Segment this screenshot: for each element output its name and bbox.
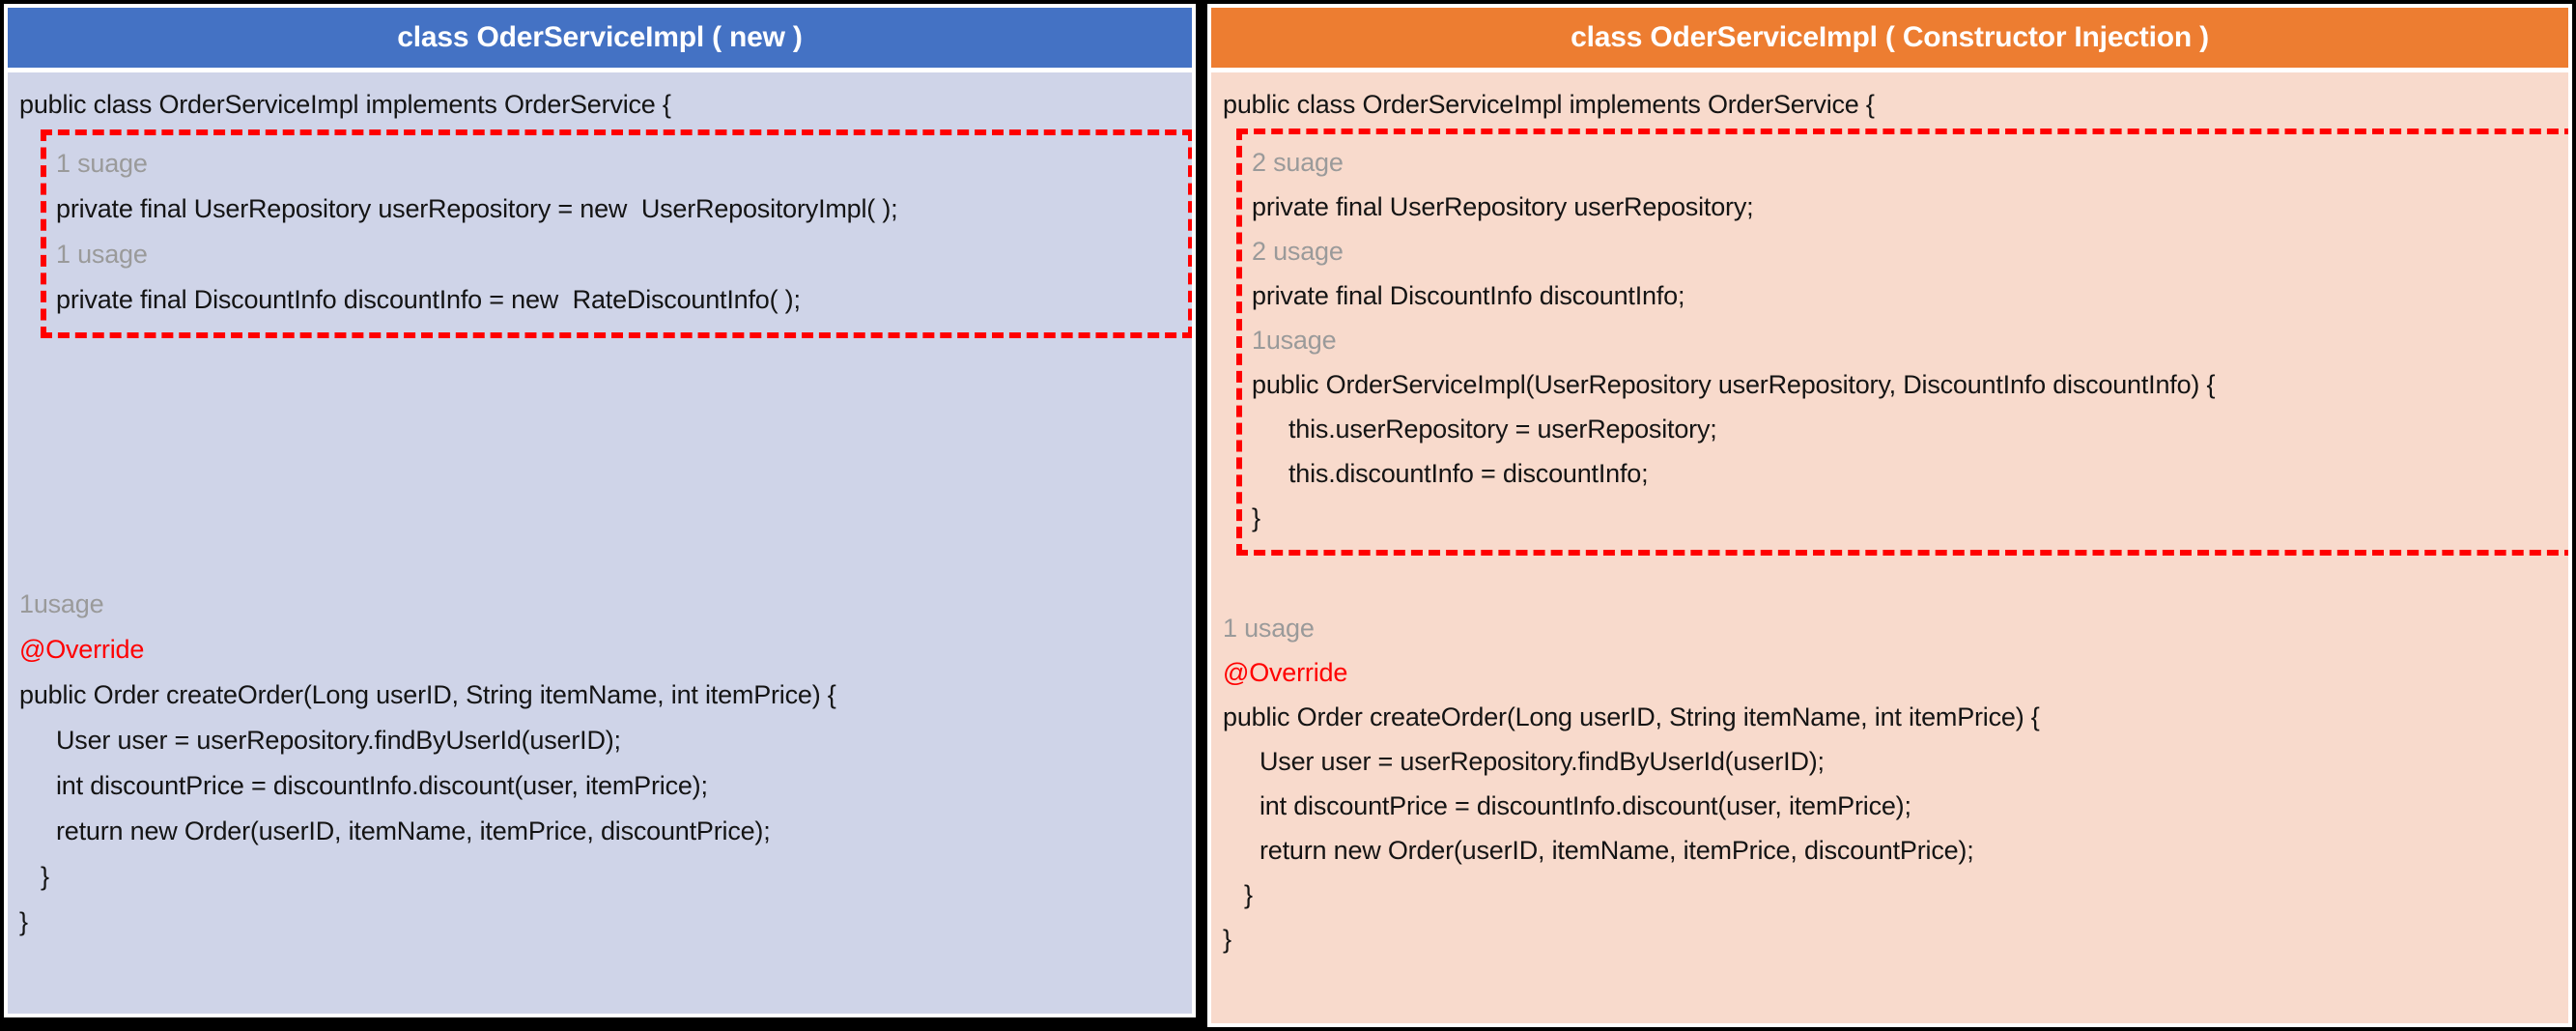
code-line: } xyxy=(1244,880,1253,909)
code-line: this.userRepository = userRepository; xyxy=(1288,415,1717,444)
code-line: @Override xyxy=(19,635,145,664)
panel-injection-header: class OderServiceImpl ( Constructor Inje… xyxy=(1211,8,2568,68)
panel-new-method-section: 1usage @Override public Order createOrder(… xyxy=(19,582,1184,945)
code-line: public Order createOrder(Long userID, St… xyxy=(1223,702,2040,731)
code-line: return new Order(userID, itemName, itemP… xyxy=(56,816,771,845)
code-line: } xyxy=(41,862,49,891)
code-line: int discountPrice = discountInfo.discoun… xyxy=(1260,791,1911,820)
code-line: this.discountInfo = discountInfo; xyxy=(1288,459,1649,488)
code-line: 2 usage xyxy=(1252,237,1344,266)
panel-constructor-injection: class OderServiceImpl ( Constructor Inje… xyxy=(1207,4,2572,1027)
constructor-injection-highlight-box: 2 suage private final UserRepository user… xyxy=(1236,129,2568,556)
panel-injection-class-declaration: public class OrderServiceImpl implements… xyxy=(1223,82,2561,127)
code-line: } xyxy=(19,907,28,936)
code-line: private final UserRepository userReposit… xyxy=(56,194,898,223)
code-line: private final DiscountInfo discountInfo … xyxy=(56,285,801,314)
code-line: public class OrderServiceImpl implements… xyxy=(1223,90,1875,119)
code-line: int discountPrice = discountInfo.discoun… xyxy=(56,771,708,800)
field-instantiation-highlight-box: 1 suage private final UserRepository user… xyxy=(41,129,1192,338)
panel-new-title: class OderServiceImpl ( new ) xyxy=(397,21,803,53)
code-line: 2 suage xyxy=(1252,148,1344,177)
panel-injection-method-section: 1 usage @Override public Order createOrder… xyxy=(1223,606,2561,961)
code-line: return new Order(userID, itemName, itemP… xyxy=(1260,836,1974,865)
panel-new-body: public class OrderServiceImpl implements… xyxy=(8,72,1192,1014)
code-line: User user = userRepository.findByUserId(… xyxy=(56,726,621,755)
code-line: private final DiscountInfo discountInfo; xyxy=(1252,281,1685,310)
code-line: @Override xyxy=(1223,658,1348,687)
panel-injection-body: public class OrderServiceImpl implements… xyxy=(1211,72,2568,1023)
code-line: User user = userRepository.findByUserId(… xyxy=(1260,747,1825,776)
code-line: 1 usage xyxy=(56,240,148,269)
code-line: 1usage xyxy=(19,589,104,618)
code-line: private final UserRepository userReposit… xyxy=(1252,192,1754,221)
code-line: 1usage xyxy=(1252,326,1337,355)
code-line: 1 suage xyxy=(56,149,148,178)
code-line: public OrderServiceImpl(UserRepository u… xyxy=(1252,370,2216,399)
panel-new-header: class OderServiceImpl ( new ) xyxy=(8,8,1192,68)
panel-new-class-declaration: public class OrderServiceImpl implements… xyxy=(19,82,1184,128)
code-line: } xyxy=(1223,925,1231,954)
code-line: } xyxy=(1252,503,1260,532)
code-line: public class OrderServiceImpl implements… xyxy=(19,90,671,119)
panel-new-keyword: class OderServiceImpl ( new ) public cla… xyxy=(4,4,1196,1017)
code-line: 1 usage xyxy=(1223,614,1315,643)
code-line: public Order createOrder(Long userID, St… xyxy=(19,680,836,709)
panel-injection-title: class OderServiceImpl ( Constructor Inje… xyxy=(1571,21,2209,53)
